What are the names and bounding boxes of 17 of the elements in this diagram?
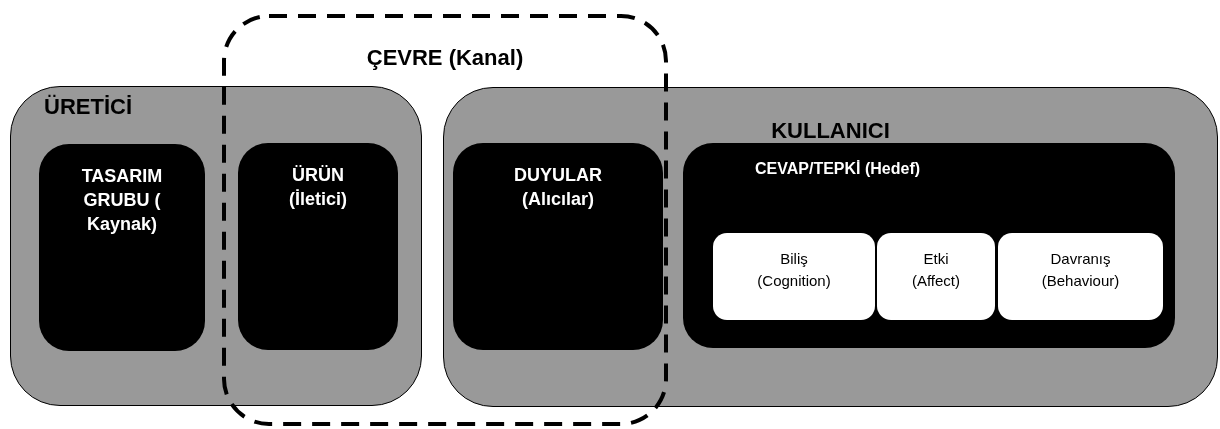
box-label: DUYULAR (Alıcılar) — [513, 164, 603, 211]
process-box — [238, 143, 398, 350]
process-box — [877, 233, 995, 320]
box-heading: CEVAP/TEPKİ (Hedef) — [755, 160, 921, 178]
box-label: ÜRÜN (İletici) — [288, 164, 348, 211]
box-label: Davranış (Behaviour) — [1040, 249, 1121, 291]
box-label: Etki (Affect) — [910, 249, 962, 291]
process-box — [683, 143, 1175, 348]
group-title: KULLANICI — [770, 118, 891, 144]
process-box — [453, 143, 663, 350]
region-title: ÇEVRE (Kanal) — [365, 45, 525, 71]
box-label: Biliş (Cognition) — [756, 249, 832, 291]
process-box — [713, 233, 875, 320]
process-box — [39, 144, 205, 351]
box-label: TASARIM GRUBU ( Kaynak) — [80, 165, 164, 236]
group-title: ÜRETİCİ — [44, 94, 132, 120]
process-box — [998, 233, 1163, 320]
